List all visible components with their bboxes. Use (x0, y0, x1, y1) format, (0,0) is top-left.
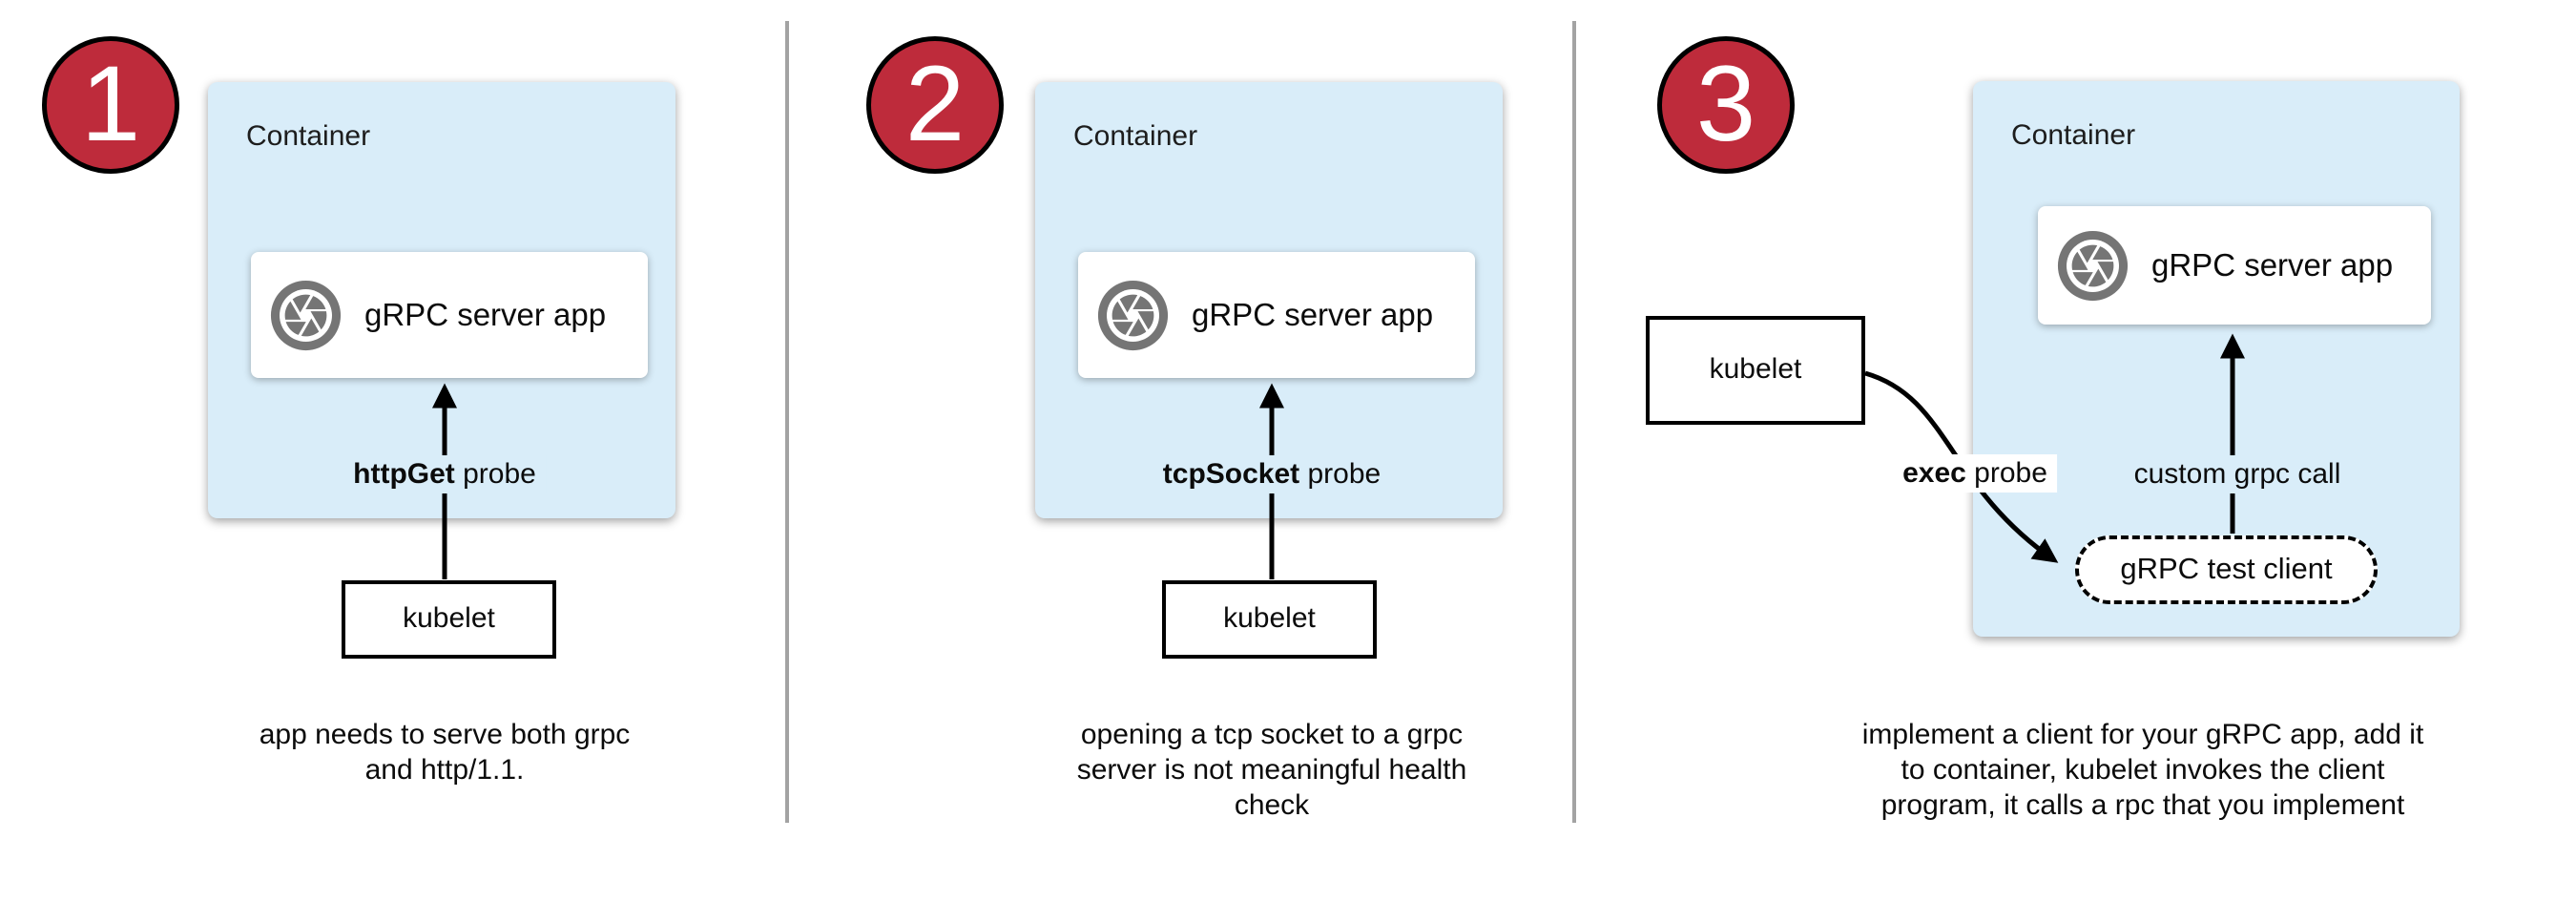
kubelet-label-2: kubelet (1223, 602, 1316, 634)
step-1-number: 1 (80, 44, 141, 163)
kubelet-label-3: kubelet (1709, 353, 1802, 385)
probe-label-tcpsocket-rest: probe (1299, 458, 1381, 490)
camera-aperture-icon (270, 280, 342, 351)
container-label-1: Container (246, 120, 371, 152)
kubelet-label-1: kubelet (403, 602, 495, 634)
probe-label-tcpsocket-bold: tcpSocket (1162, 458, 1300, 490)
grpc-test-client-box: gRPC test client (2075, 535, 2378, 604)
step-2-number: 2 (904, 44, 966, 163)
probe-label-httpget-rest: probe (454, 458, 536, 490)
camera-aperture-icon (2057, 230, 2129, 302)
probe-label-httpget: httpGet probe (343, 455, 546, 493)
grpc-server-app-label-3: gRPC server app (2151, 247, 2394, 283)
panel-divider-2 (1572, 21, 1576, 823)
caption-2-line-2: server is not meaningful health (1076, 754, 1467, 786)
container-label-3: Container (2011, 119, 2136, 151)
camera-aperture-icon (1097, 280, 1169, 351)
grpc-server-app-label-1: gRPC server app (364, 297, 607, 332)
probe-label-tcpsocket: tcpSocket probe (1153, 455, 1391, 493)
kubelet-box-1: kubelet (342, 580, 556, 659)
caption-1-line-2: and http/1.1. (364, 754, 525, 786)
probe-label-exec: exec probe (1893, 454, 2057, 493)
probe-label-exec-rest: probe (1965, 457, 2047, 489)
caption-2: opening a tcp socket to a grpc server is… (1033, 717, 1510, 823)
panel-divider-1 (785, 21, 789, 823)
kubelet-box-3: kubelet (1646, 316, 1865, 425)
grpc-server-app-label-2: gRPC server app (1192, 297, 1434, 332)
grpc-test-client-label: gRPC test client (2120, 552, 2333, 585)
caption-2-line-3: check (1234, 789, 1310, 821)
container-label-2: Container (1073, 120, 1198, 152)
step-1-badge: 1 (42, 36, 179, 174)
caption-3-line-1: implement a client for your gRPC app, ad… (1861, 719, 2424, 750)
step-2-badge: 2 (866, 36, 1004, 174)
kubelet-box-2: kubelet (1162, 580, 1377, 659)
probe-label-exec-bold: exec (1902, 457, 1966, 489)
caption-1-line-1: app needs to serve both grpc (259, 719, 631, 750)
caption-3-line-2: to container, kubelet invokes the client (1901, 754, 2385, 786)
caption-1: app needs to serve both grpc and http/1.… (206, 717, 683, 787)
probe-label-httpget-bold: httpGet (353, 458, 455, 490)
custom-grpc-call-label: custom grpc call (2124, 455, 2351, 493)
grpc-server-app-box-3: gRPC server app (2038, 206, 2431, 325)
step-3-badge: 3 (1657, 36, 1795, 174)
caption-2-line-1: opening a tcp socket to a grpc (1080, 719, 1464, 750)
step-3-number: 3 (1695, 44, 1756, 163)
caption-3-line-3: program, it calls a rpc that you impleme… (1880, 789, 2405, 821)
caption-3: implement a client for your gRPC app, ad… (1818, 717, 2467, 823)
grpc-server-app-box-1: gRPC server app (251, 252, 648, 378)
grpc-server-app-box-2: gRPC server app (1078, 252, 1475, 378)
